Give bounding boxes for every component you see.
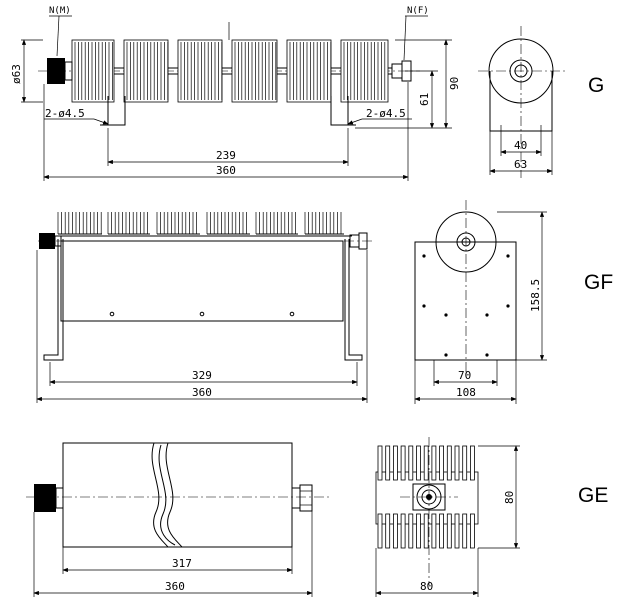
side-dim-108: 108 bbox=[456, 386, 476, 399]
hole-label-left: 2-ø4.5 bbox=[45, 107, 85, 120]
view-ge-side: 80 80 bbox=[375, 437, 520, 597]
heatsink-fins bbox=[71, 39, 392, 103]
heatsink-fins bbox=[55, 212, 352, 237]
dim-360-ge: 360 bbox=[165, 580, 185, 593]
model-label-ge: GE bbox=[578, 484, 608, 507]
dim-329: 329 bbox=[192, 369, 212, 382]
side-dim-70: 70 bbox=[458, 369, 471, 382]
dim-360: 360 bbox=[216, 164, 236, 177]
view-ge-front: 317 360 bbox=[26, 442, 330, 597]
side-dim-158: 158.5 bbox=[529, 279, 542, 312]
dim-317: 317 bbox=[172, 557, 192, 570]
hole-label-right: 2-ø4.5 bbox=[366, 107, 406, 120]
view-gf-front: 329 360 bbox=[36, 212, 372, 403]
side-dim-40: 40 bbox=[514, 139, 527, 152]
view-g-side: 40 63 bbox=[478, 26, 566, 178]
dim-360-gf: 360 bbox=[192, 386, 212, 399]
connector-label-left: N(M) bbox=[49, 6, 71, 16]
model-label-gf: GF bbox=[584, 271, 613, 294]
diameter-label: ø63 bbox=[10, 64, 23, 84]
dim-61: 61 bbox=[418, 93, 431, 106]
view-gf-side: 158.5 70 108 bbox=[414, 200, 547, 404]
side-dim-80w: 80 bbox=[420, 580, 433, 593]
dim-239: 239 bbox=[216, 149, 236, 162]
connector-label-right: N(F) bbox=[407, 6, 429, 16]
dim-90: 90 bbox=[448, 77, 461, 90]
model-label-g: G bbox=[588, 74, 604, 97]
view-g-front: N(M) N(F) 2-ø4.5 2-ø4.5 ø63 61 90 239 bbox=[10, 6, 461, 181]
side-dim-80h: 80 bbox=[503, 491, 516, 504]
heatsink-fins bbox=[375, 445, 479, 549]
side-dim-63: 63 bbox=[514, 158, 527, 171]
n-male-connector bbox=[47, 58, 73, 84]
